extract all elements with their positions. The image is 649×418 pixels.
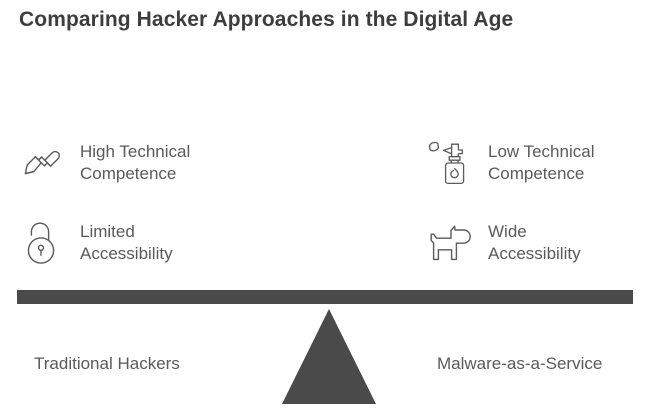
open-padlock-icon (16, 217, 68, 269)
chisel-icon (16, 137, 68, 189)
spray-bottle-icon (424, 137, 476, 189)
right-side-label: Malware-as-a-Service (437, 354, 603, 373)
page-title: Comparing Hacker Approaches in the Digit… (19, 8, 514, 31)
feature-right-technical: Low Technical Competence (424, 134, 649, 192)
feature-left-accessibility-label: Limited Accessibility (80, 222, 173, 263)
dog-icon (424, 217, 476, 269)
balance-beam (17, 290, 633, 304)
feature-right-technical-label: Low Technical Competence (488, 142, 595, 183)
feature-left-technical-label: High Technical Competence (80, 142, 191, 183)
feature-left-technical: High Technical Competence (16, 134, 316, 192)
feature-right-accessibility: Wide Accessibility (424, 214, 649, 272)
feature-left-accessibility: Limited Accessibility (16, 214, 316, 272)
feature-right-accessibility-label: Wide Accessibility (488, 222, 581, 263)
left-side-label: Traditional Hackers (34, 354, 180, 373)
fulcrum-triangle (282, 309, 376, 404)
